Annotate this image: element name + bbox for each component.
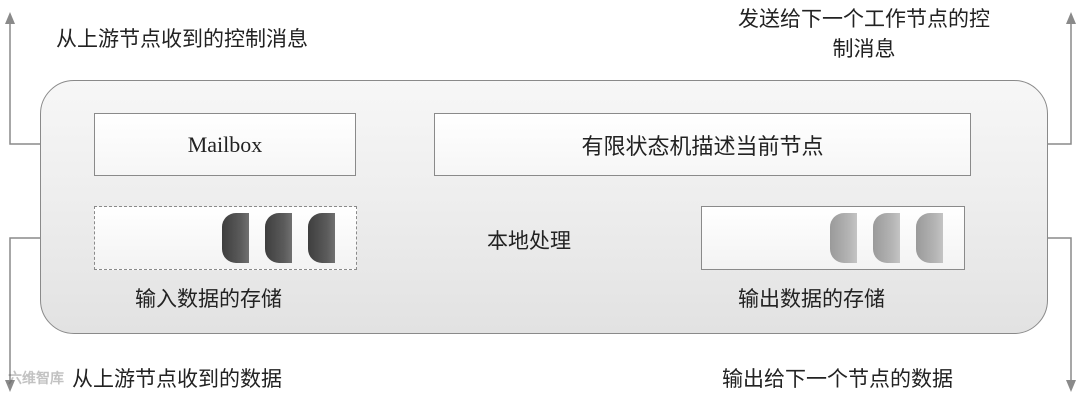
upstream-control-arrowhead [5,12,15,24]
output-storage-box [701,206,965,270]
downstream-control-label-line2: 制消息 [832,37,896,61]
output-storage-label: 输出数据的存储 [738,287,885,311]
downstream-control-label-line1: 发送给下一个工作节点的控 [738,7,990,31]
state-machine-box: 有限状态机描述当前节点 [434,113,971,176]
output-buffer-slot [916,213,943,263]
input-buffer-slot [222,213,249,263]
input-storage-box [94,206,357,270]
output-buffer-slot [830,213,857,263]
watermark: 六维智库 [8,371,64,387]
downstream-control-label: 发送给下一个工作节点的控 制消息 [714,4,1014,64]
output-buffer-slot [873,213,900,263]
downstream-control-arrowhead [1066,12,1076,24]
upstream-data-label: 从上游节点收到的数据 [72,367,282,391]
downstream-data-label: 输出给下一个节点的数据 [722,367,953,391]
state-machine-label: 有限状态机描述当前节点 [581,134,824,160]
mailbox-box: Mailbox [94,113,356,176]
upstream-data-arrowhead [5,380,15,392]
input-buffer-slot [308,213,335,263]
input-storage-label: 输入数据的存储 [135,287,282,311]
local-processing-label: 本地处理 [487,229,571,253]
downstream-data-arrowhead [1066,380,1076,392]
input-buffer-slot [265,213,292,263]
mailbox-label: Mailbox [187,131,263,157]
upstream-control-label: 从上游节点收到的控制消息 [56,27,308,51]
